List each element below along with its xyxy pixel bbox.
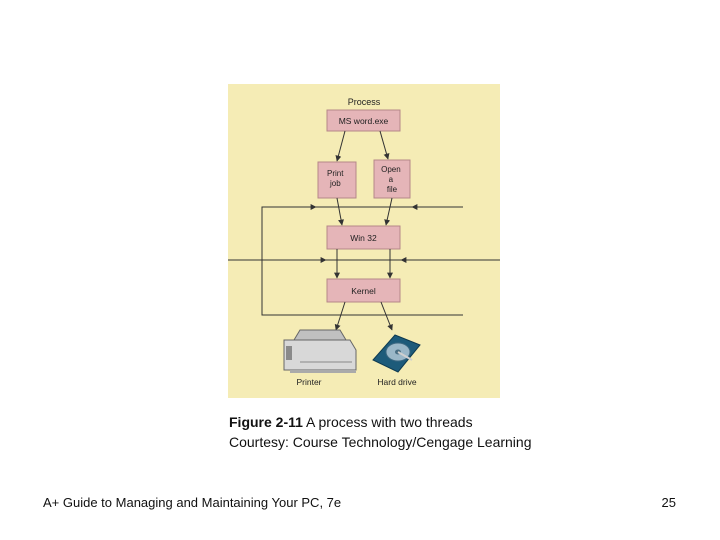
figure-label: Figure 2-11 bbox=[229, 414, 303, 430]
process-group-label: Process bbox=[348, 97, 381, 107]
thread-print-line-1: Print bbox=[327, 169, 344, 178]
thread-open-node: Open a file bbox=[373, 159, 411, 199]
hard-drive-icon bbox=[372, 334, 421, 373]
win32-node-label: Win 32 bbox=[350, 233, 377, 243]
thread-print-line-2: job bbox=[329, 179, 341, 188]
svg-text:Print job: Print job bbox=[327, 169, 346, 188]
printer-label: Printer bbox=[296, 377, 321, 387]
thread-open-line-3: file bbox=[387, 185, 398, 194]
figure-title: A process with two threads bbox=[306, 414, 473, 430]
figure-caption: Figure 2-11 A process with two threads C… bbox=[229, 412, 532, 452]
outer-loop-path bbox=[261, 206, 463, 316]
printer-icon bbox=[283, 329, 357, 373]
kernel-node-label: Kernel bbox=[351, 286, 376, 296]
thread-print-node: Print job bbox=[317, 161, 357, 199]
book-title: A+ Guide to Managing and Maintaining You… bbox=[43, 495, 342, 510]
edge-process-to-open bbox=[379, 130, 390, 160]
process-node: MS word.exe bbox=[326, 109, 401, 132]
thread-open-line-2: a bbox=[389, 175, 394, 184]
edge-open-to-win32 bbox=[384, 197, 393, 226]
hard-drive-label: Hard drive bbox=[377, 377, 416, 387]
thread-open-line-1: Open bbox=[381, 165, 401, 174]
svg-text:Open a file: Open a file bbox=[381, 165, 403, 194]
process-node-label: MS word.exe bbox=[339, 116, 389, 126]
kernel-node: Kernel bbox=[326, 278, 401, 303]
win32-node: Win 32 bbox=[326, 225, 401, 250]
edge-kernel-to-drive bbox=[380, 301, 393, 331]
edge-print-to-win32 bbox=[336, 197, 344, 226]
edge-process-to-print bbox=[335, 130, 346, 162]
page-number: 25 bbox=[661, 495, 676, 510]
edge-kernel-to-printer bbox=[334, 301, 346, 331]
figure-credit: Courtesy: Course Technology/Cengage Lear… bbox=[229, 434, 532, 450]
